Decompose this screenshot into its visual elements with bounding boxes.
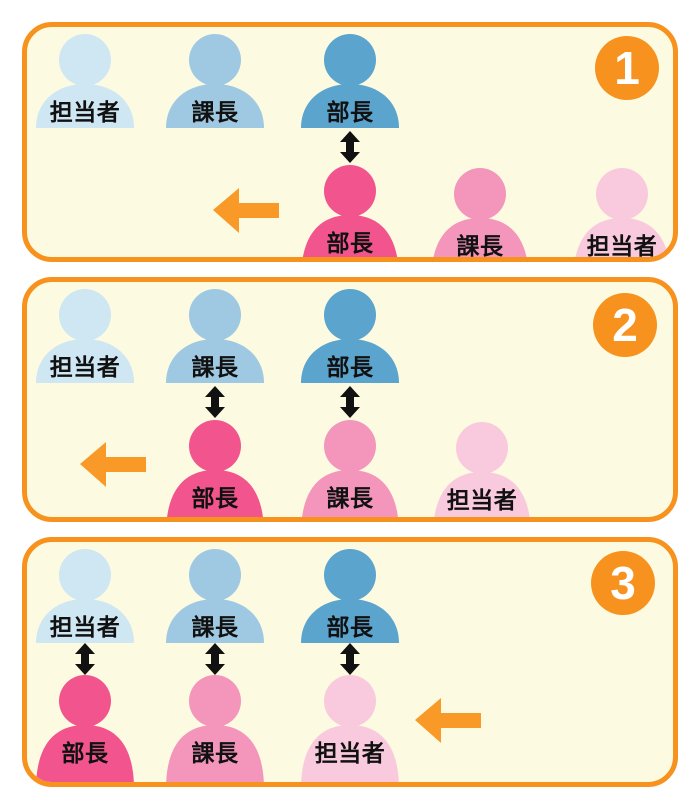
person-role-label: 担当者 (314, 740, 386, 766)
person-silhouette-icon (36, 34, 134, 128)
person-pink-mid: 課長 (300, 419, 400, 517)
person-role-label: 担当者 (49, 614, 121, 640)
person-silhouette-icon (36, 675, 134, 782)
person-silhouette-icon (302, 165, 398, 257)
person-silhouette-icon (301, 549, 399, 643)
vertical-double-arrow-icon (204, 643, 226, 675)
person-blue-light: 担当者 (35, 548, 135, 643)
person-role-label: 部長 (326, 230, 374, 256)
person-role-label: 担当者 (586, 233, 658, 259)
left-arrow-icon (80, 442, 146, 487)
person-role-label: 課長 (191, 99, 239, 125)
person-blue-dark: 部長 (300, 288, 400, 383)
person-role-label: 担当者 (49, 354, 121, 380)
person-silhouette-icon (166, 675, 264, 782)
person-role-label: 課長 (191, 354, 239, 380)
person-silhouette-icon (167, 420, 263, 517)
person-pink-light: 担当者 (572, 167, 672, 257)
person-silhouette-icon (301, 289, 399, 383)
person-role-label: 部長 (326, 354, 374, 380)
person-role-label: 担当者 (446, 487, 518, 513)
person-pink-dark: 部長 (165, 419, 265, 517)
vertical-double-arrow-icon (339, 386, 361, 418)
person-pink-dark: 部長 (35, 674, 135, 782)
person-blue-light: 担当者 (35, 288, 135, 383)
person-pink-light: 担当者 (432, 421, 532, 517)
left-arrow-icon (213, 188, 279, 233)
person-silhouette-icon (166, 289, 264, 383)
person-blue-mid: 課長 (165, 33, 265, 128)
person-pink-mid: 課長 (165, 674, 265, 782)
person-silhouette-icon (36, 549, 134, 643)
person-blue-dark: 部長 (300, 33, 400, 128)
vertical-double-arrow-icon (339, 131, 361, 163)
vertical-double-arrow-icon (204, 386, 226, 418)
person-silhouette-icon (166, 34, 264, 128)
left-arrow-icon (415, 698, 481, 743)
person-pink-light: 担当者 (300, 674, 400, 782)
person-role-label: 部長 (326, 99, 374, 125)
person-role-label: 課長 (191, 614, 239, 640)
person-role-label: 部長 (326, 614, 374, 640)
step-number-badge: 3 (591, 551, 655, 615)
person-silhouette-icon (166, 549, 264, 643)
person-silhouette-icon (36, 289, 134, 383)
step-number-badge: 2 (593, 293, 657, 357)
person-silhouette-icon (433, 168, 527, 257)
person-pink-mid: 課長 (430, 167, 530, 257)
person-role-label: 担当者 (49, 99, 121, 125)
vertical-double-arrow-icon (74, 643, 96, 675)
person-silhouette-icon (434, 422, 530, 517)
person-blue-dark: 部長 (300, 548, 400, 643)
person-blue-mid: 課長 (165, 288, 265, 383)
person-silhouette-icon (301, 34, 399, 128)
person-role-label: 課長 (456, 233, 504, 259)
person-silhouette-icon (575, 168, 669, 257)
person-role-label: 課長 (191, 740, 239, 766)
person-pink-dark: 部長 (300, 164, 400, 257)
person-role-label: 部長 (61, 740, 109, 766)
vertical-double-arrow-icon (339, 643, 361, 675)
person-blue-mid: 課長 (165, 548, 265, 643)
person-silhouette-icon (302, 420, 398, 517)
person-role-label: 部長 (191, 485, 239, 511)
step-number-badge: 1 (595, 36, 659, 100)
person-silhouette-icon (301, 675, 399, 782)
person-role-label: 課長 (326, 485, 374, 511)
person-blue-light: 担当者 (35, 33, 135, 128)
